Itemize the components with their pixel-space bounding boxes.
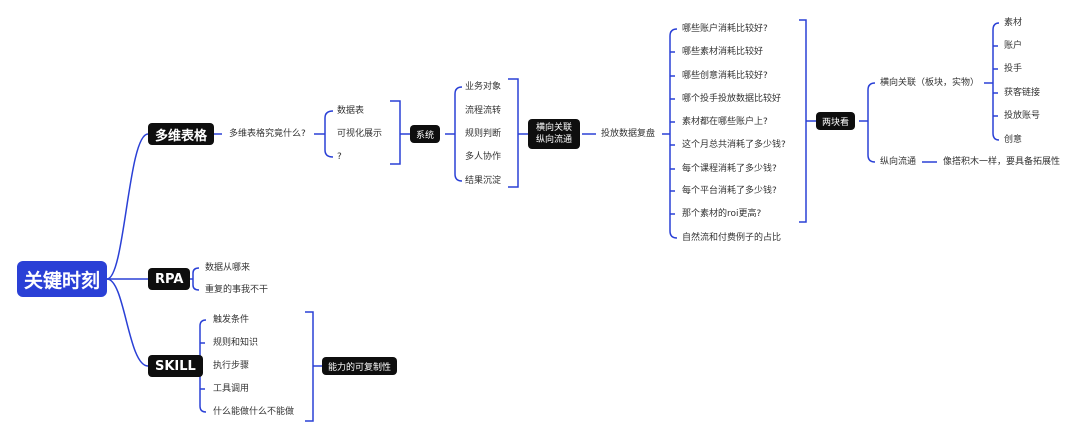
relation-line: 横向关联 <box>536 123 573 133</box>
node-horizontal-item[interactable]: 投手 <box>1004 64 1023 74</box>
node-review-item[interactable]: 每个课程消耗了多少钱? <box>682 164 777 174</box>
node-skill-summary[interactable]: 能力的可复制性 <box>322 357 398 375</box>
node-rpa-item[interactable]: 数据从哪来 <box>205 263 251 273</box>
node-multi-table[interactable]: 多维表格 <box>148 123 215 145</box>
node-skill[interactable]: SKILL <box>148 355 203 377</box>
node-rpa[interactable]: RPA <box>148 268 191 290</box>
bracket-skill-summary <box>305 311 322 422</box>
brace-horizontal-items <box>992 22 1000 141</box>
node-relation[interactable]: 横向关联 纵向流通 <box>528 119 581 149</box>
node-vertical-note[interactable]: 像搭积木一样，要具备拓展性 <box>943 157 1061 167</box>
node-skill-item[interactable]: 执行步骤 <box>213 361 250 371</box>
bracket-system-relation <box>508 78 528 188</box>
connector-root-skill <box>106 278 149 367</box>
node-horizontal-item[interactable]: 素材 <box>1004 18 1023 28</box>
node-system-item[interactable]: 业务对象 <box>465 82 502 92</box>
node-review-item[interactable]: 素材都在哪些账户上? <box>682 117 768 127</box>
node-item[interactable]: ? <box>337 152 342 162</box>
node-skill-item[interactable]: 规则和知识 <box>213 338 259 348</box>
brace-question-items <box>324 110 334 158</box>
brace-review-items <box>669 28 678 239</box>
node-horizontal-item[interactable]: 账户 <box>1004 41 1023 51</box>
brace-rpa-items <box>192 267 200 291</box>
node-review-item[interactable]: 那个素材的roi更高? <box>682 209 762 219</box>
node-skill-item[interactable]: 什么能做什么不能做 <box>213 407 295 417</box>
node-vertical[interactable]: 纵向流通 <box>880 157 917 167</box>
node-review-item[interactable]: 每个平台消耗了多少钱? <box>682 186 777 196</box>
node-question[interactable]: 多维表格究竟什么? <box>229 129 306 139</box>
node-system-item[interactable]: 多人协作 <box>465 152 502 162</box>
node-horizontal-item[interactable]: 获客链接 <box>1004 88 1041 98</box>
node-rpa-item[interactable]: 重复的事我不干 <box>205 285 269 295</box>
brace-twoviews <box>867 82 876 163</box>
node-review-item[interactable]: 哪个投手投放数据比较好 <box>682 94 782 104</box>
node-system-item[interactable]: 流程流转 <box>465 106 502 116</box>
brace-system-items <box>454 86 463 182</box>
node-system-item[interactable]: 结果沉淀 <box>465 176 502 186</box>
node-item[interactable]: 数据表 <box>337 106 365 116</box>
node-skill-item[interactable]: 工具调用 <box>213 384 250 394</box>
node-review-item[interactable]: 哪些账户消耗比较好? <box>682 24 768 34</box>
node-review-item[interactable]: 哪些素材消耗比较好 <box>682 47 764 57</box>
node-review[interactable]: 投放数据复盘 <box>601 129 656 139</box>
bracket-items-system <box>390 100 410 165</box>
bracket-review-twoviews <box>799 19 816 223</box>
node-item[interactable]: 可视化展示 <box>337 129 383 139</box>
node-horizontal[interactable]: 横向关联（板块，实物） <box>880 78 980 88</box>
node-two-views[interactable]: 两块看 <box>816 112 856 130</box>
root-node[interactable]: 关键时刻 <box>17 261 107 297</box>
node-system[interactable]: 系统 <box>410 125 441 143</box>
node-skill-item[interactable]: 触发条件 <box>213 315 250 325</box>
node-review-item[interactable]: 这个月总共消耗了多少钱? <box>682 140 786 150</box>
node-horizontal-item[interactable]: 创意 <box>1004 135 1023 145</box>
connector-root-multitable <box>106 133 149 280</box>
node-review-item[interactable]: 哪些创意消耗比较好? <box>682 71 768 81</box>
node-horizontal-item[interactable]: 投放账号 <box>1004 111 1041 121</box>
relation-line: 纵向流通 <box>536 135 573 145</box>
node-system-item[interactable]: 规则判断 <box>465 129 502 139</box>
node-review-item[interactable]: 自然流和付费例子的占比 <box>682 233 782 243</box>
